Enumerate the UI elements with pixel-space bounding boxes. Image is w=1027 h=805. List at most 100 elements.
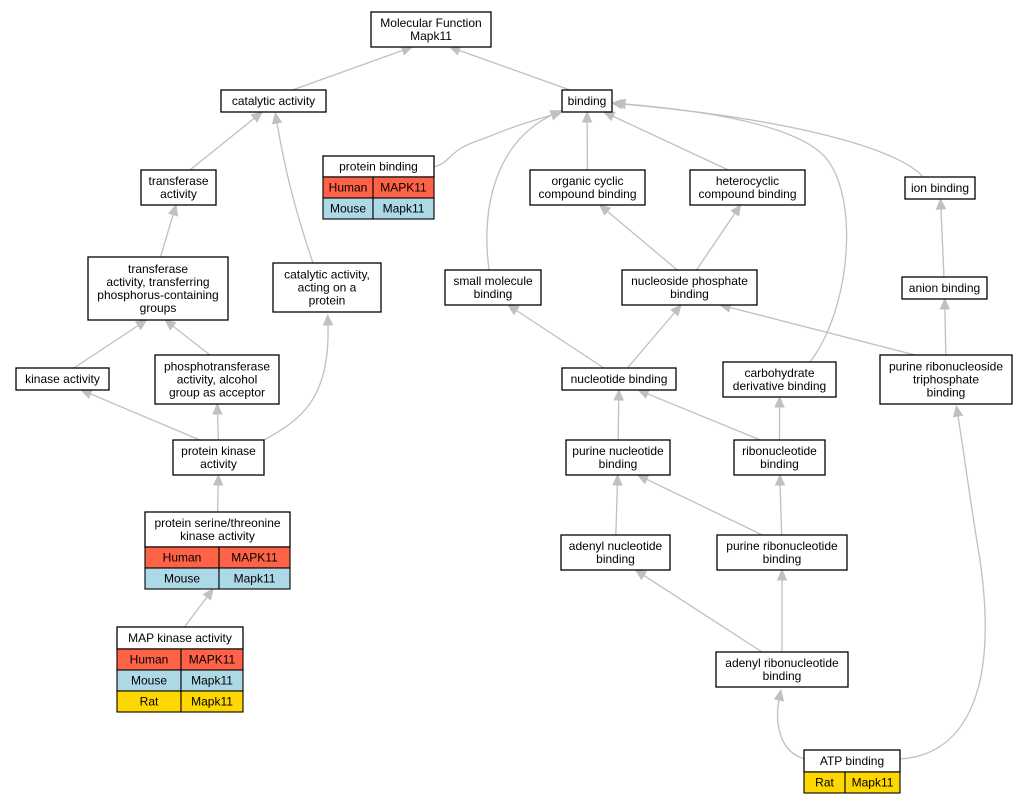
go-term-label: adenyl nucleotide [569, 539, 663, 553]
go-term-label: activity, alcohol [177, 373, 257, 387]
go-term-label: anion binding [909, 281, 980, 295]
edges-layer [73, 45, 986, 760]
gene-symbol-cell [372, 197, 435, 220]
go-term-label: carbohydrate [744, 366, 814, 380]
go-term-label: nucleotide binding [571, 372, 668, 386]
go-term-label: catalytic activity, [284, 268, 370, 282]
arrowhead [271, 111, 283, 125]
go-term-box [901, 276, 988, 300]
go-term-label: organic cyclic [551, 174, 623, 188]
go-term-label: binding [596, 552, 635, 566]
arrowhead [636, 474, 650, 485]
arrowhead [322, 313, 334, 326]
go-term-label: ATP binding [820, 754, 884, 768]
go-term-label: purine ribonucleotide [726, 539, 838, 553]
species-label: Rat [140, 695, 159, 709]
arrowhead [773, 689, 785, 702]
go-term-node-kinase-activity[interactable]: kinase activity [15, 367, 110, 391]
edge-small_mol-to-binding [486, 114, 553, 271]
gene-symbol-label: Mapk11 [191, 695, 233, 709]
go-term-label: purine nucleotide [572, 444, 664, 458]
go-term-label: binding [670, 287, 709, 301]
go-term-node-binding[interactable]: binding [561, 89, 613, 113]
edge-ribonucleotide-to-nucleotide [647, 393, 761, 441]
edge-transferase-to-catalytic [189, 117, 255, 171]
gene-symbol-label: MAPK11 [380, 181, 427, 195]
go-term-node-catalytic-activity[interactable]: catalytic activity [220, 89, 327, 113]
arrowhead [776, 568, 788, 581]
go-term-node-anion-binding[interactable]: anion binding [901, 276, 988, 300]
go-term-node-nucleotide-binding[interactable]: nucleotide binding [561, 367, 677, 391]
edge-heterocyclic-to-binding [612, 115, 729, 171]
go-term-label: activity, transferring [106, 275, 209, 289]
arrowhead [612, 473, 623, 486]
go-term-label: binding [760, 457, 799, 471]
edge-protein_binding-to-binding [433, 114, 553, 168]
go-term-label: transferase [148, 174, 208, 188]
edge-nucleotide-to-nucleoside_phos [626, 312, 676, 369]
edge-ion_binding-to-binding [621, 103, 924, 178]
go-term-label: Molecular Function [380, 16, 481, 30]
species-label: Mouse [330, 202, 366, 216]
go-term-box [529, 169, 646, 206]
go-term-label: binding [927, 386, 966, 400]
edge-purine_ribont-to-ribonucleotide [779, 484, 783, 536]
edge-binding-to-mf [458, 49, 571, 91]
go-term-label: group as acceptor [169, 386, 265, 400]
edge-purine_ribont-to-purine_nt [646, 478, 763, 536]
go-term-box [722, 361, 837, 398]
edge-nucleoside_phos-to-org_cyclic [606, 210, 678, 271]
edge-atp-to-purine_rnt [899, 415, 986, 760]
go-term-box [15, 367, 110, 391]
go-term-label: nucleoside phosphate [631, 274, 748, 288]
go-term-label: Mapk11 [410, 29, 452, 43]
go-term-label: protein [309, 294, 346, 308]
go-term-label: activity [160, 187, 197, 201]
species-label: Human [130, 653, 169, 667]
go-term-box [154, 354, 280, 405]
go-term-box [444, 269, 542, 306]
edge-ser_thr-to-protein_kinase [216, 484, 219, 513]
arrowhead [730, 203, 742, 217]
go-term-node-ion-binding[interactable]: ion binding [904, 176, 976, 200]
go-term-box [733, 439, 826, 476]
arrowhead [212, 473, 224, 486]
edge-catalytic-to-mf [292, 49, 403, 91]
go-term-label: small molecule [453, 274, 533, 288]
gene-symbol-label: Mapk11 [383, 202, 425, 216]
species-label: Mouse [164, 572, 200, 586]
go-term-label: ion binding [911, 181, 969, 195]
go-term-label: binding [474, 287, 513, 301]
go-term-label: derivative binding [733, 379, 826, 393]
go-term-label: binding [568, 94, 607, 108]
go-term-box [621, 269, 758, 306]
arrowhead [935, 197, 947, 210]
species-label: Human [329, 181, 368, 195]
go-term-label: protein serine/threonine [154, 516, 280, 530]
edge-adenyl_ribont-to-adenyl_nt [643, 574, 763, 653]
go-term-box [689, 169, 806, 206]
arrowhead [602, 111, 616, 122]
